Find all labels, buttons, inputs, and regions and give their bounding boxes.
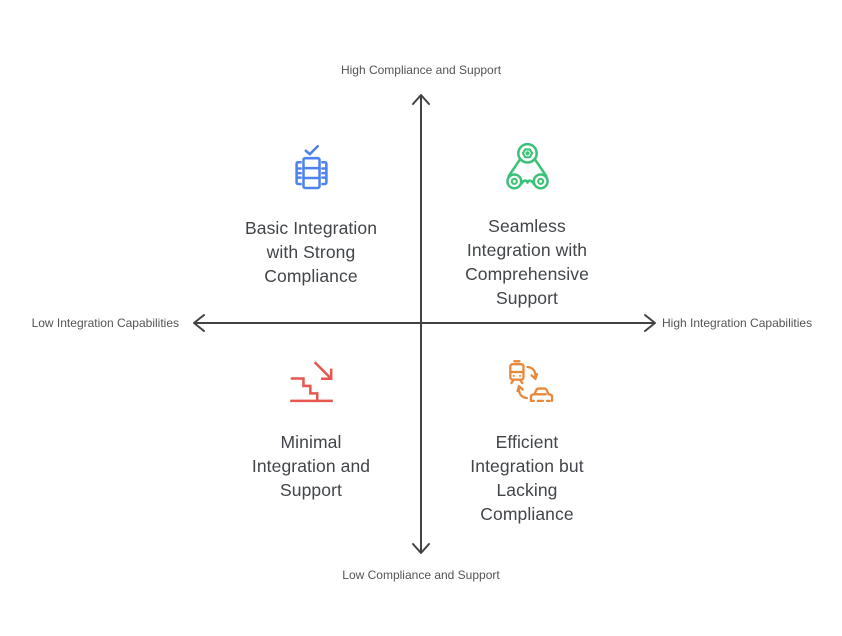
axis-label-top: High Compliance and Support: [340, 63, 502, 77]
quadrant-label-top-left: Basic Integration with Strong Compliance: [245, 216, 377, 288]
right-arrowhead-icon: [644, 314, 656, 332]
belt-pulley-icon: [500, 139, 555, 194]
label-line: Compliance: [480, 504, 574, 524]
axis-label-left: Low Integration Capabilities: [31, 316, 179, 330]
axis-label-bottom: Low Compliance and Support: [342, 568, 500, 582]
quadrant-label-bottom-right: Efficient Integration but Lacking Compli…: [470, 430, 583, 526]
label-line: Integration but: [470, 456, 584, 476]
down-arrowhead-icon: [412, 543, 430, 554]
up-arrowhead-icon: [412, 94, 430, 105]
quadrant-top-right: Seamless Integration with Comprehensive …: [417, 139, 637, 310]
stairs-down-icon: [284, 355, 339, 410]
server-rack-check-icon: [284, 141, 339, 196]
quadrant-top-left: Basic Integration with Strong Compliance: [201, 141, 421, 288]
quadrant-label-top-right: Seamless Integration with Comprehensive …: [465, 214, 589, 310]
quadrant-bottom-left: Minimal Integration and Support: [201, 355, 421, 502]
label-line: Integration with: [466, 240, 588, 260]
label-line: Lacking: [496, 480, 558, 500]
label-line: Minimal: [280, 432, 342, 452]
quadrant-bottom-right: Efficient Integration but Lacking Compli…: [417, 355, 637, 526]
quadrant-label-bottom-left: Minimal Integration and Support: [252, 430, 370, 502]
axis-label-right: High Integration Capabilities: [662, 316, 813, 330]
label-line: Seamless: [488, 216, 566, 236]
label-line: Integration and: [251, 456, 371, 476]
label-line: Compliance: [264, 266, 358, 286]
label-line: with Strong: [266, 242, 356, 262]
label-line: Support: [279, 480, 342, 500]
vehicle-swap-icon: [500, 355, 555, 410]
label-line: Basic Integration: [244, 218, 378, 238]
label-line: Efficient: [495, 432, 559, 452]
left-arrowhead-icon: [193, 314, 205, 332]
label-line: Support: [496, 288, 558, 308]
label-line: Comprehensive: [465, 264, 589, 284]
